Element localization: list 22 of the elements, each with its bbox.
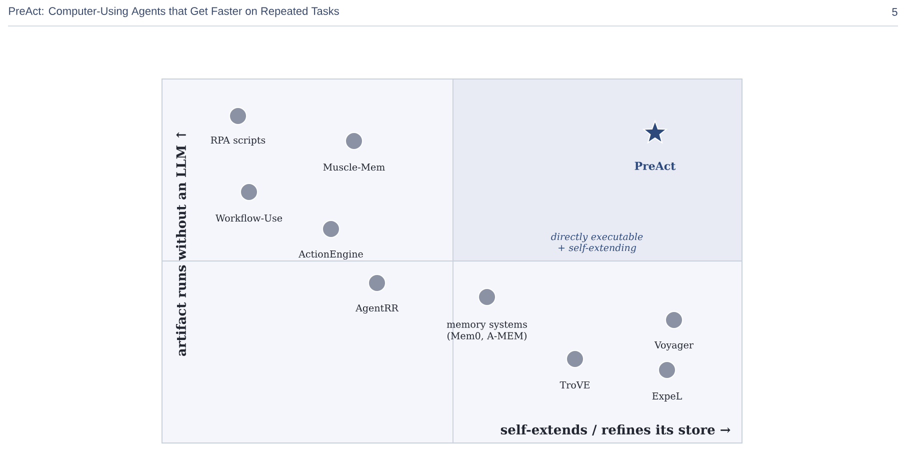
- data-point: [658, 361, 676, 379]
- point-label: memory systems (Mem0, A-MEM): [446, 321, 527, 341]
- point-label: Voyager: [654, 341, 694, 351]
- data-point: [478, 288, 496, 306]
- point-label: AgentRR: [356, 304, 399, 314]
- point-label: Muscle-Mem: [323, 163, 385, 171]
- data-point: [566, 350, 584, 368]
- point-label: PreAct: [634, 162, 676, 170]
- point-label: TroVE: [560, 381, 590, 389]
- data-point: [240, 183, 258, 201]
- point-label: ExpeL: [652, 392, 682, 402]
- data-point: [322, 220, 340, 238]
- point-label: RPA scripts: [210, 136, 266, 146]
- page-number: 5: [892, 8, 898, 16]
- data-point: [229, 107, 247, 125]
- data-point: [665, 311, 683, 329]
- axis-label: artifact runs without an LLM ↑: [176, 132, 186, 356]
- point-label: Workflow-Use: [216, 214, 282, 222]
- page-header: PreAct: Computer-Using Agents that Get Faster on Repeated Tasks: [9, 6, 339, 18]
- point-label: ActionEngine: [298, 250, 363, 260]
- data-point: [345, 132, 363, 150]
- axis-label: self-extends / refines its store →: [500, 424, 730, 436]
